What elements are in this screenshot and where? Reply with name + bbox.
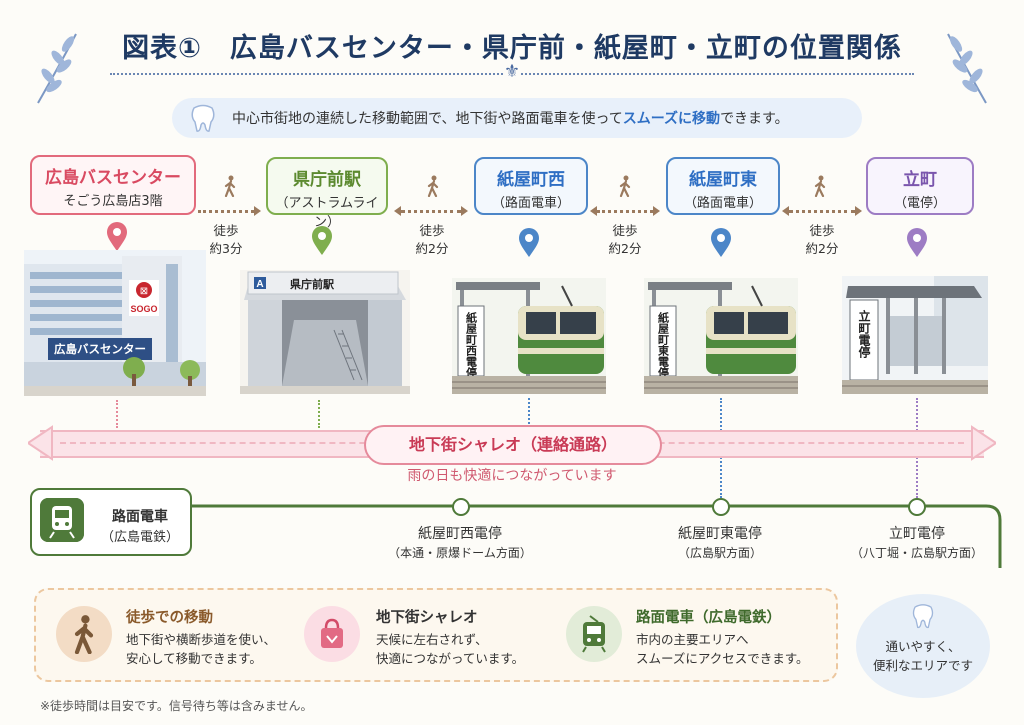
tram-stop-marker [908, 498, 926, 516]
station-kenchomae: 県庁前駅 （アストラムライン） [266, 157, 388, 230]
walk-line [401, 210, 461, 213]
walk-label: 徒歩約2分 [805, 223, 839, 256]
legend-walking-desc: 地下街や横断歩道を使い、安心して移動できます。 [126, 632, 277, 666]
tram-icon [40, 498, 84, 542]
tram-stop-name: 紙屋町西電停 [418, 526, 502, 542]
walking-icon [427, 175, 439, 197]
kamiyacho-higashi-illustration: 紙屋町東電停 [644, 278, 798, 394]
pin-icon [711, 228, 731, 257]
arrow-right-icon [855, 206, 862, 216]
kencho-sign: 県庁前駅 [290, 277, 334, 291]
tram-label: 路面電車 [112, 509, 168, 525]
walk-label: 徒歩約2分 [608, 223, 642, 256]
legend-shareo-desc: 天候に左右されず、快適につながっています。 [376, 632, 525, 666]
legend-walking-title: 徒歩での移動 [126, 610, 213, 626]
walking-icon [74, 615, 94, 654]
arrow-left-icon [394, 206, 401, 216]
legend-tram-desc: 市内の主要エリアへスムーズにアクセスできます。 [636, 632, 809, 666]
walk-label: 徒歩約3分 [209, 223, 243, 256]
east-stop-sign: 紙屋町東電停 [657, 311, 670, 379]
leaf-left-icon [37, 33, 77, 104]
walk-line [198, 210, 254, 213]
leaf-right-icon [947, 33, 987, 104]
bag-icon [321, 618, 343, 648]
page-title: 図表① 広島バスセンター・県庁前・紙屋町・立町の位置関係 [122, 33, 902, 64]
corner-text: 通いやすく、便利なエリアです [872, 639, 973, 673]
walking-icon [814, 175, 826, 197]
pin-icon [107, 222, 127, 251]
tram-sub-label: （広島電鉄） [100, 530, 179, 545]
arrow-left-icon [28, 425, 53, 461]
tooth-icon [912, 604, 934, 629]
tram-stop-direction: （八丁堀・広島駅方面） [850, 546, 983, 560]
pin-icon [519, 228, 539, 257]
arrow-right-icon [254, 206, 261, 216]
pin-icon [907, 228, 927, 257]
arrow-right-icon [461, 206, 468, 216]
arrow-right-icon [653, 206, 660, 216]
tram-stop-marker [712, 498, 730, 516]
station-bus-center: 広島バスセンター そごう広島店3階 [30, 155, 196, 215]
legend-tram-title: 路面電車（広島電鉄） [636, 610, 781, 626]
tatemachi-stop-sign: 立町電停 [857, 309, 871, 359]
tram-stop-name: 紙屋町東電停 [678, 526, 762, 542]
sogo-text: SOGO [130, 304, 157, 314]
tram-stop-name: 立町電停 [889, 526, 945, 542]
footnote: ※徒歩時間は目安です。信号待ち等は含みません。 [40, 699, 313, 713]
tooth-icon [191, 104, 215, 132]
connector-line [318, 400, 320, 428]
station-kamiyacho-higashi: 紙屋町東 （路面電車） [666, 157, 780, 215]
walking-icon [224, 175, 236, 197]
walk-line [789, 210, 855, 213]
info-banner [172, 98, 862, 138]
tram-stop-direction: （広島駅方面） [677, 546, 762, 560]
walking-icon [619, 175, 631, 197]
tram-stop-direction: （本通・原爆ドーム方面） [388, 546, 532, 560]
pin-icon [312, 226, 332, 255]
connector-line [528, 398, 530, 428]
station-tatemachi: 立町 （電停） [866, 157, 974, 215]
station-kamiyacho-nishi: 紙屋町西 （路面電車） [474, 157, 588, 215]
underground-label: 地下街シャレオ（連絡通路） [364, 425, 662, 465]
legend-panel [34, 588, 838, 682]
tatemachi-illustration: 立町電停 [842, 276, 988, 394]
tram-route-line [186, 504, 1002, 568]
walk-label: 徒歩約2分 [415, 223, 449, 256]
kamiyacho-nishi-illustration: 紙屋町西電停 [452, 278, 606, 394]
bus-center-illustration: ⊠ SOGO 広島バスセンター [24, 250, 206, 396]
banner-text: 中心市街地の連続した移動範囲で、地下街や路面電車を使ってスムーズに移動できます。 [232, 111, 789, 127]
walk-line [597, 210, 653, 213]
bus-center-sign: 広島バスセンター [54, 342, 146, 356]
tram-icon [582, 615, 606, 653]
legend-shareo-title: 地下街シャレオ [376, 610, 478, 626]
banner-highlight: スムーズに移動 [622, 111, 721, 127]
fleur-icon: ⚜ [503, 61, 521, 82]
svg-text:⊠: ⊠ [140, 286, 148, 297]
kenchomae-illustration: A 県庁前駅 [240, 270, 410, 394]
astram-logo: A [256, 279, 263, 290]
arrow-left-icon [590, 206, 597, 216]
west-stop-sign: 紙屋町西電停 [465, 311, 478, 379]
arrow-left-icon [782, 206, 789, 216]
underground-note: 雨の日も快適につながっています [407, 468, 617, 484]
arrow-right-icon [971, 425, 996, 461]
tram-stop-marker [452, 498, 470, 516]
connector-line [116, 400, 118, 428]
